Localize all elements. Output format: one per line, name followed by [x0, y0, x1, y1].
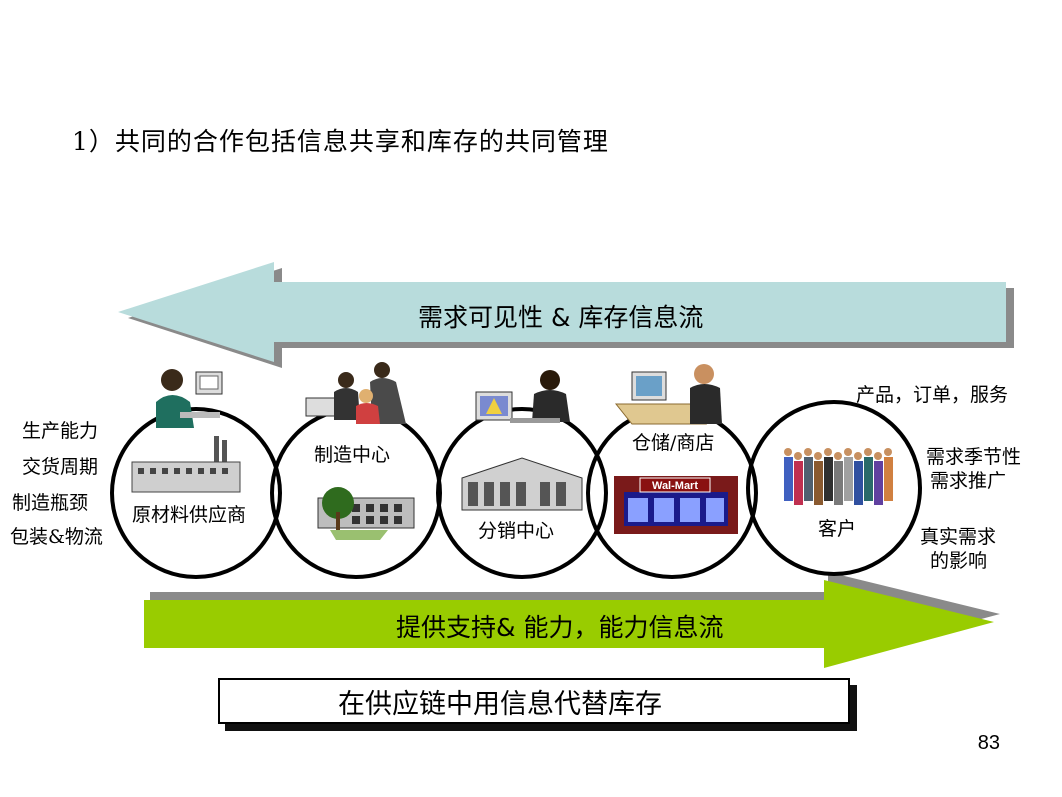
right-note-promotion: 需求推广 — [930, 470, 1007, 492]
circle-customer — [746, 400, 922, 576]
page-number: 83 — [977, 732, 1000, 754]
left-note-2: 交货周期 — [22, 456, 99, 478]
person-computer-icon — [156, 369, 223, 428]
clerk-computer-icon — [614, 364, 722, 425]
factory-icon — [131, 436, 241, 493]
left-note-3: 制造瓶颈 — [12, 492, 89, 514]
center-box-label: 在供应链中用信息代替库存 — [338, 689, 662, 720]
page-title: 1）共同的合作包括信息共享和库存的共同管理 — [72, 127, 609, 156]
node-label-manufacturing: 制造中心 — [314, 444, 391, 466]
office-building-icon — [317, 487, 415, 540]
node-label-distribution: 分销中心 — [478, 520, 555, 542]
store-sign: Wal-Mart — [652, 480, 698, 492]
center-box: 在供应链中用信息代替库存 — [218, 678, 850, 724]
team-meeting-icon — [305, 362, 406, 424]
demand-arrow-label: 需求可见性 & 库存信息流 — [418, 303, 704, 332]
warehouse-icon — [461, 457, 583, 511]
call-center-icon — [475, 370, 570, 423]
supply-arrow-label: 提供支持& 能力，能力信息流 — [396, 613, 724, 642]
node-label-customer: 客户 — [818, 518, 857, 540]
customers-group-icon — [784, 448, 893, 505]
demand-arrow — [118, 262, 1006, 362]
node-label-warehouse: 仓储/商店 — [632, 432, 715, 454]
store-front-icon: Wal-Mart — [614, 476, 738, 534]
right-note-products: 产品，订单，服务 — [856, 384, 1009, 406]
node-label-supplier: 原材料供应商 — [132, 504, 247, 526]
left-note-1: 生产能力 — [22, 420, 99, 442]
right-note-real-demand: 真实需求 — [920, 526, 997, 548]
supply-arrow — [144, 580, 994, 668]
circle-supplier — [110, 407, 282, 579]
circle-manufacturing — [270, 407, 442, 579]
right-note-impact: 的影响 — [930, 550, 988, 572]
left-note-4: 包装&物流 — [10, 526, 103, 548]
right-note-seasonality: 需求季节性 — [926, 446, 1022, 468]
circle-distribution — [436, 407, 608, 579]
